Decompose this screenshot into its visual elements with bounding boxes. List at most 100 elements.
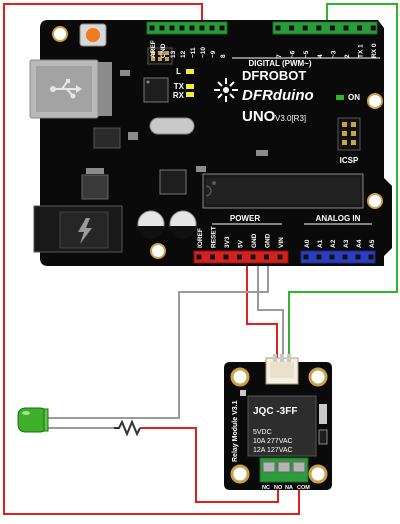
green-led: [17, 407, 49, 433]
header-pin: [275, 25, 281, 31]
uno-label: UNO: [242, 108, 276, 125]
capacitor: [137, 210, 165, 239]
resistor: [114, 419, 141, 437]
mount-hole: [308, 367, 328, 387]
analog-header: [300, 250, 376, 264]
wire-red-d13: [3, 3, 300, 515]
pin-label: 4: [317, 54, 324, 58]
digital-header-right: [272, 21, 378, 35]
pin-label: 5V: [238, 239, 245, 248]
analog-pins: [303, 254, 374, 260]
pin-label: A2: [330, 239, 337, 248]
header-pin: [189, 25, 195, 31]
on-label: ON: [348, 93, 360, 102]
mount-hole: [230, 367, 250, 387]
crystal: [149, 117, 195, 135]
relay-terminal-label: NA: [285, 485, 293, 491]
power-pins: [196, 254, 283, 260]
header-pin: [368, 254, 374, 260]
header-pin: [329, 25, 335, 31]
header-pin: [219, 25, 225, 31]
chip: [81, 174, 109, 200]
header-pin: [223, 254, 229, 260]
relay-module: JQC -3FF 5VDC 10A 277VAC 12A 127VAC Rela…: [224, 354, 332, 491]
header-pin: [316, 254, 322, 260]
usb-chip: [143, 77, 169, 103]
header-pin: [199, 25, 205, 31]
brand-label: DFROBOT: [242, 68, 306, 83]
pin-label: GND: [265, 233, 272, 248]
power-label: POWER: [230, 214, 260, 223]
mount-hole: [52, 26, 68, 42]
pin-label: ~6: [290, 50, 297, 58]
icsp-label: ICSP: [340, 156, 359, 165]
relay-terminal-block: [259, 457, 309, 483]
pin-label: A4: [356, 239, 363, 248]
header-pin: [355, 254, 361, 260]
small-header: [147, 47, 173, 65]
header-pin: [357, 25, 363, 31]
header-pin: [302, 25, 308, 31]
pin-label: 8: [220, 54, 227, 58]
header-pin: [169, 25, 175, 31]
dc-power-jack: [33, 205, 123, 253]
header-pin: [209, 25, 215, 31]
relay-signal-connector: [265, 354, 299, 385]
mount-hole: [308, 464, 328, 484]
relay-terminal-label: COM: [297, 485, 310, 491]
header-pin: [289, 25, 295, 31]
pin-label: ~11: [190, 47, 197, 58]
capacitor: [169, 210, 197, 239]
header-pin: [303, 254, 309, 260]
pin-label: A5: [369, 239, 376, 248]
header-pin: [237, 254, 242, 260]
arduino-board: L TX RX DFROBOT DFRduino UNO V3.0[R3] ON: [29, 20, 392, 266]
chip: [93, 127, 121, 149]
header-pin: [342, 254, 348, 260]
power-bolt-icon: [78, 218, 92, 244]
digital-header-left: [146, 21, 228, 35]
pin-label: A0: [304, 239, 311, 248]
mount-hole: [150, 243, 166, 259]
pin-label: TX 1: [358, 44, 365, 58]
pin-label: GND: [160, 43, 167, 58]
pin-label: 12: [180, 50, 187, 58]
relay-module-label: Relay Module V3.1: [232, 400, 239, 462]
pin-label: A1: [317, 239, 324, 248]
pin-label: ~10: [200, 47, 207, 58]
usb-icon: [50, 79, 82, 99]
wire-gray-gnd-led: [44, 258, 269, 419]
pin-label: RX 0: [371, 43, 378, 58]
led-rx-indicator: [186, 92, 194, 97]
led-tx-indicator: [186, 84, 194, 89]
header-pin: [250, 254, 256, 260]
wire-red-resistor-no: [140, 427, 279, 503]
led-rx-label: RX: [173, 91, 185, 100]
pin-label: ~9: [210, 50, 217, 58]
mount-hole: [367, 193, 383, 209]
dfrobot-logo-icon: [214, 78, 238, 102]
wire-green-d3: [288, 3, 398, 360]
header-pin: [316, 25, 322, 31]
digital-pins-left: [149, 25, 225, 31]
relay-component: [247, 395, 317, 457]
pin-label: 13: [170, 50, 177, 58]
pin-label: VIN: [278, 237, 285, 248]
relay-spec-2: 10A 277VAC: [253, 438, 293, 445]
pin-label: 7: [276, 54, 283, 58]
header-pin: [277, 254, 283, 260]
analog-label: ANALOG IN: [316, 214, 361, 223]
pin-label: GND: [251, 233, 258, 248]
icsp-header: [337, 117, 361, 151]
relay-spec-3: 12A 127VAC: [253, 447, 293, 454]
mount-hole: [230, 464, 250, 484]
header-pin: [149, 25, 155, 31]
header-pin: [264, 254, 269, 260]
